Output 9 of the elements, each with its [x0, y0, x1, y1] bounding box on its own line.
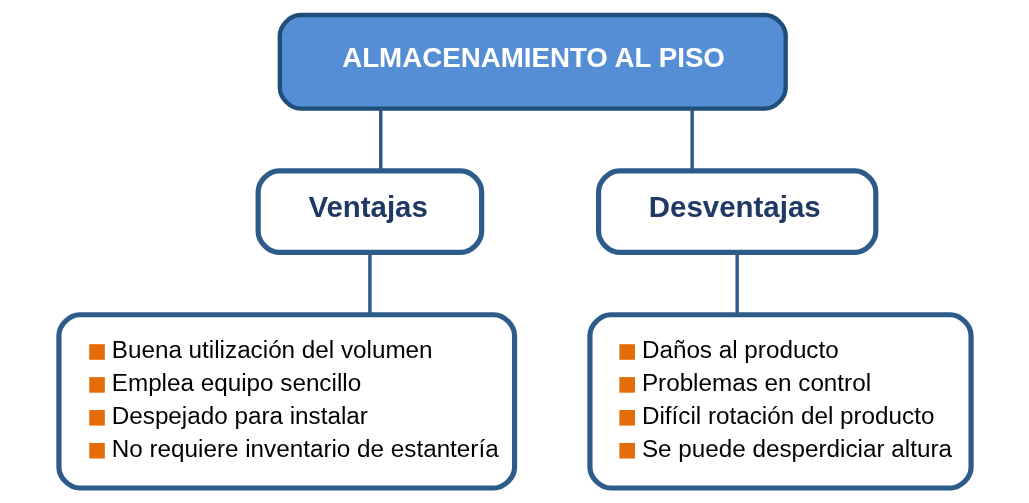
connector	[378, 109, 382, 171]
node-box: Buena utilización del volumen Emplea equipo sencillo Despejado para instalar No requiere inventario de estantería	[55, 312, 517, 491]
node-box: Ventajas	[255, 168, 484, 255]
connector	[367, 252, 372, 315]
connector	[689, 109, 694, 171]
node-box: Desventajas	[595, 168, 878, 255]
node-box: Daños al producto Problemas en control Difícil rotación del producto Se puede desperdiciar altura	[586, 312, 974, 491]
connector	[734, 252, 739, 315]
node-box: ALMACENAMIENTO AL PISO	[277, 12, 788, 111]
